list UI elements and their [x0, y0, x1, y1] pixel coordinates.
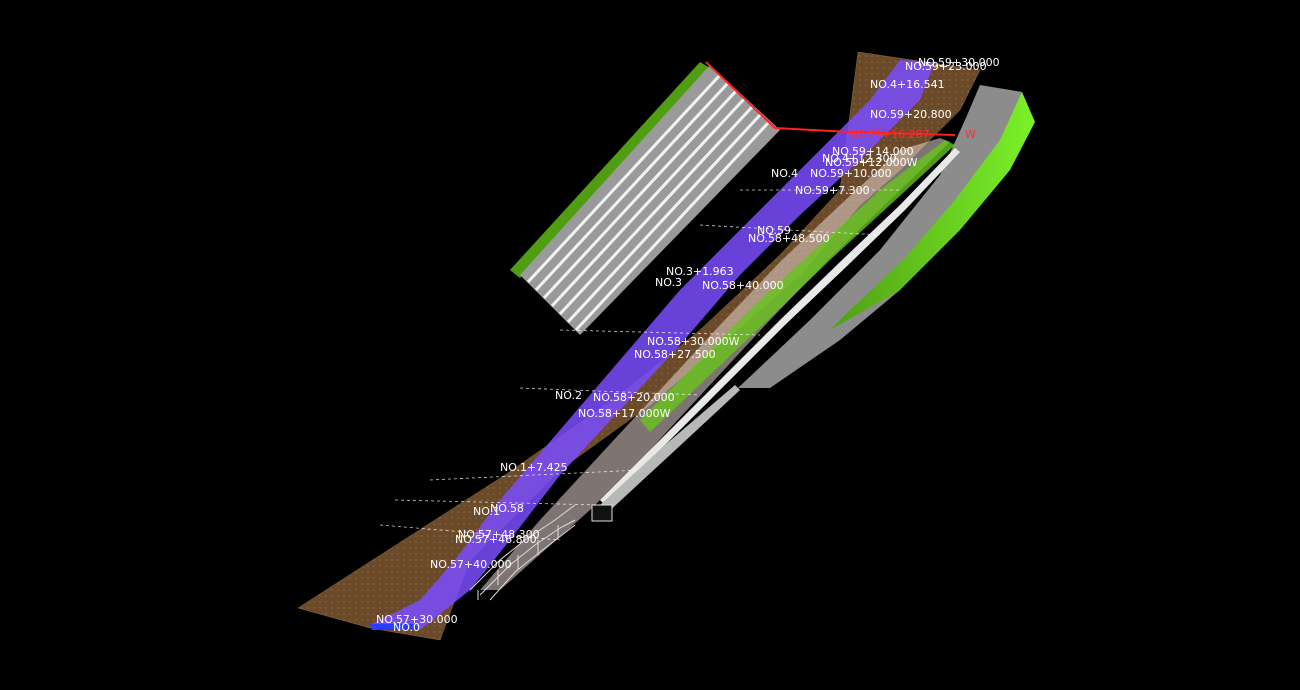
station-label: NO.3+1.963 — [666, 265, 734, 278]
station-label: NO.57+40.000 — [430, 558, 512, 571]
station-label: NO.59+30.000 — [918, 56, 1000, 69]
station-label: NO.2 — [555, 389, 582, 402]
station-label: NO.1 — [473, 505, 500, 518]
terrace-steps — [526, 73, 770, 332]
station-label: NO.58+27.500 — [634, 348, 716, 361]
berm-green-edge — [640, 140, 955, 432]
sidewalk-strip — [600, 148, 960, 505]
station-label: NO.59+23.000 — [905, 60, 987, 73]
station-label: NO.58+20.000 — [593, 391, 675, 404]
station-label: NO.57+46.800 — [455, 533, 537, 546]
station-label: W — [965, 128, 976, 141]
station-label: NO.59+12.000W — [825, 156, 918, 169]
road-lane-band — [370, 60, 935, 630]
station-label: NO.4+16.541 — [870, 78, 945, 91]
station-label: NO.59+7.300 — [795, 184, 870, 197]
guard-rail-red — [705, 61, 956, 136]
station-label: NO.1+7.425 — [500, 461, 568, 474]
station-label: NO.4 — [771, 167, 798, 180]
embankment-slope-green — [830, 92, 1035, 330]
station-label: NO.59+14.000 — [832, 145, 914, 158]
station-label: NO.0 — [393, 621, 420, 634]
station-label: NO.3 — [655, 276, 682, 289]
station-label: NO.58 — [490, 502, 524, 515]
lower-wall-face — [600, 385, 740, 515]
terraced-slope-green-face — [510, 62, 710, 278]
start-marker — [370, 624, 420, 630]
station-label: NO.57+30.000 — [376, 613, 458, 626]
station-label: NO.59+10.000 — [810, 167, 892, 180]
section-lines — [379, 189, 900, 541]
station-label: NO.59+20.800 — [870, 108, 952, 121]
station-label: NO.58+40.000 — [702, 279, 784, 292]
station-label: NO.4+12.300 — [822, 152, 897, 165]
station-label: NO.58+30.000W — [647, 335, 740, 348]
station-label: NO.58+48.500 — [748, 232, 830, 245]
station-labels: NO.59+30.000 NO.59+23.000 NO.4+16.541 NO… — [376, 56, 1000, 634]
station-label: NO.58+17.000W — [578, 407, 671, 420]
station-label: NO.57+48.300 — [458, 528, 540, 541]
station-label: NO.59 — [757, 224, 791, 237]
station-label: NO.59+16.287 — [848, 128, 930, 141]
box-culvert — [469, 504, 613, 601]
